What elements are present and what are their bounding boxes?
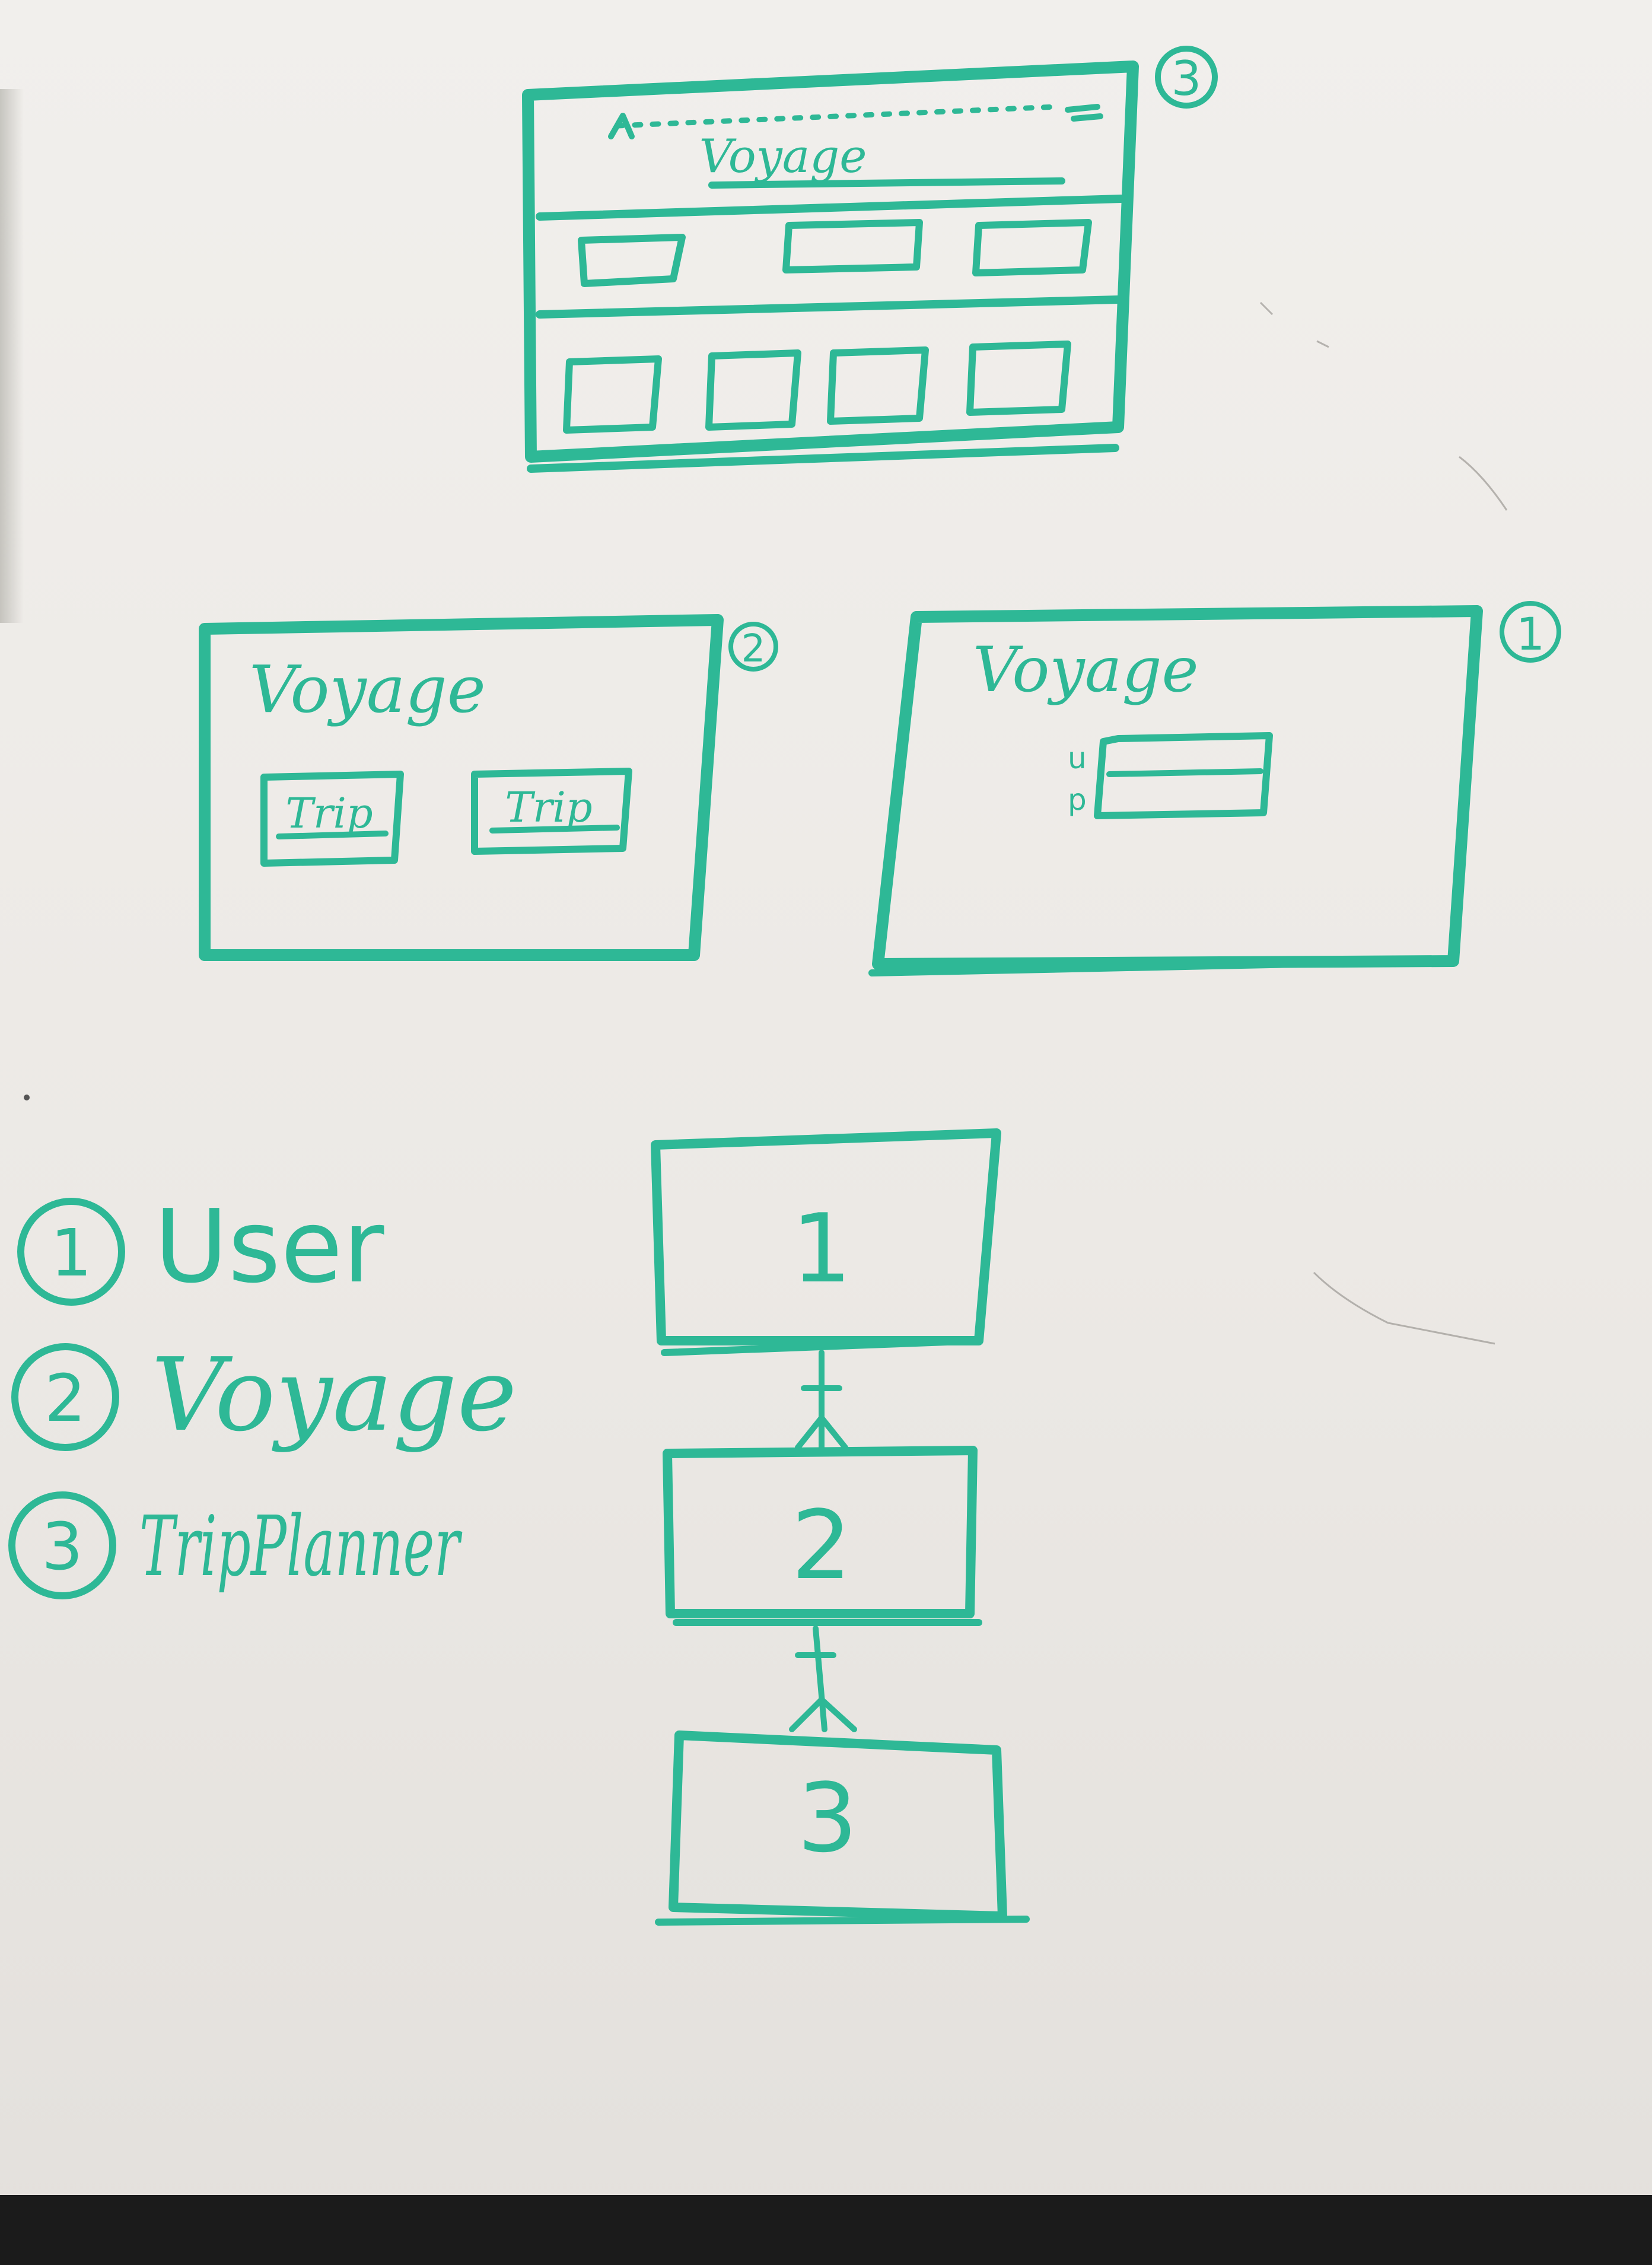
legend-label: Voyage <box>151 1337 517 1454</box>
wireframe-2-trip-card <box>260 771 404 867</box>
one-to-many-connector <box>789 1625 857 1732</box>
wireframe-3-nav-logo <box>608 113 635 139</box>
wireframe-3-divider-top <box>536 195 1125 221</box>
legend-number: 1 <box>50 1215 92 1291</box>
hierarchy-box-base <box>661 1337 982 1356</box>
wireframe-3-frame <box>522 61 1139 463</box>
smudge <box>1313 1271 1495 1345</box>
wireframe-3-grid-box <box>705 349 801 431</box>
wireframe-3-grid-box <box>966 341 1071 416</box>
page-edge-shadow <box>0 89 24 623</box>
legend-number: 3 <box>42 1509 83 1585</box>
legend-number: 2 <box>44 1360 86 1436</box>
legend-item: 2 Voyage <box>11 1337 517 1454</box>
wireframe-2-trip-card-underline <box>276 831 389 839</box>
wireframe-3-title: Voyage <box>699 130 867 183</box>
wireframe-1-password-label: p <box>1068 782 1087 817</box>
hierarchy-box-base <box>655 1916 1030 1926</box>
wireframe-3-feature-box <box>972 219 1092 276</box>
wireframe-3-divider-bottom <box>536 295 1122 319</box>
one-to-many-connector <box>795 1350 848 1450</box>
smudge <box>1459 456 1508 511</box>
wireframe-3-feature-box <box>578 234 686 287</box>
wireframe-1-username-label: u <box>1068 741 1087 775</box>
wireframe-2-trip-card <box>471 768 632 855</box>
wireframe-3-nav-bar <box>614 104 1059 129</box>
wireframe-3-grid-box <box>827 346 929 425</box>
wireframe-1-field-divider <box>1106 768 1263 777</box>
wireframe-3-title-underline <box>708 177 1065 189</box>
wireframe-3-grid-box <box>563 355 662 434</box>
smudge <box>24 1095 30 1100</box>
legend-label: TripPlanner <box>139 1499 463 1595</box>
wireframe-3-base-line <box>527 444 1119 473</box>
legend-item: 3 TripPlanner <box>8 1491 463 1599</box>
legend-number-circle <box>11 1343 119 1451</box>
smudge <box>1259 301 1329 348</box>
wireframe-2-badge <box>728 622 778 672</box>
wireframe-1-base-line <box>868 957 1445 976</box>
legend: 1 User 2 Voyage 3 TripPlanner <box>8 1188 517 1599</box>
wireframe-3-nav-menu <box>1065 104 1103 122</box>
hierarchy-box-label: 1 <box>791 1193 852 1304</box>
wireframe-2-trip-card-label: Trip <box>285 789 373 838</box>
hierarchy-diagram: 1 2 3 <box>651 1128 1030 1926</box>
wireframe-1-badge-label: 1 <box>1516 607 1545 660</box>
legend-item: 1 User <box>17 1188 384 1306</box>
hierarchy-box <box>663 1446 978 1618</box>
wireframe-1-title: Voyage <box>973 634 1199 706</box>
wireframe-1-badge <box>1500 601 1561 663</box>
wireframe-voyage: 2 Voyage Trip Trip <box>199 614 778 961</box>
legend-number-circle <box>17 1198 125 1306</box>
legend-number-circle <box>8 1491 116 1599</box>
wireframe-2-title: Voyage <box>249 651 486 727</box>
wireframe-tripplanner: 3 Voyage <box>522 46 1218 473</box>
wireframe-2-frame <box>199 614 724 961</box>
board-bottom-edge <box>0 2195 1652 2265</box>
wireframe-3-badge-label: 3 <box>1172 51 1202 106</box>
wireframe-1-login-fields <box>1094 732 1273 819</box>
wireframe-3-feature-box <box>782 219 923 273</box>
wireframe-1-frame <box>872 605 1483 970</box>
legend-label: User <box>154 1188 384 1306</box>
hierarchy-box-label: 2 <box>791 1490 852 1601</box>
wireframe-2-trip-card-label: Trip <box>505 783 592 832</box>
wireframe-2-trip-card-underline <box>489 825 620 834</box>
hierarchy-box-label: 3 <box>797 1763 858 1873</box>
wireframe-2-badge-label: 2 <box>741 627 766 671</box>
wireframe-user-login: 1 Voyage u p <box>868 601 1561 976</box>
board-smudges <box>24 301 1508 1345</box>
wireframe-3-badge <box>1155 46 1218 109</box>
